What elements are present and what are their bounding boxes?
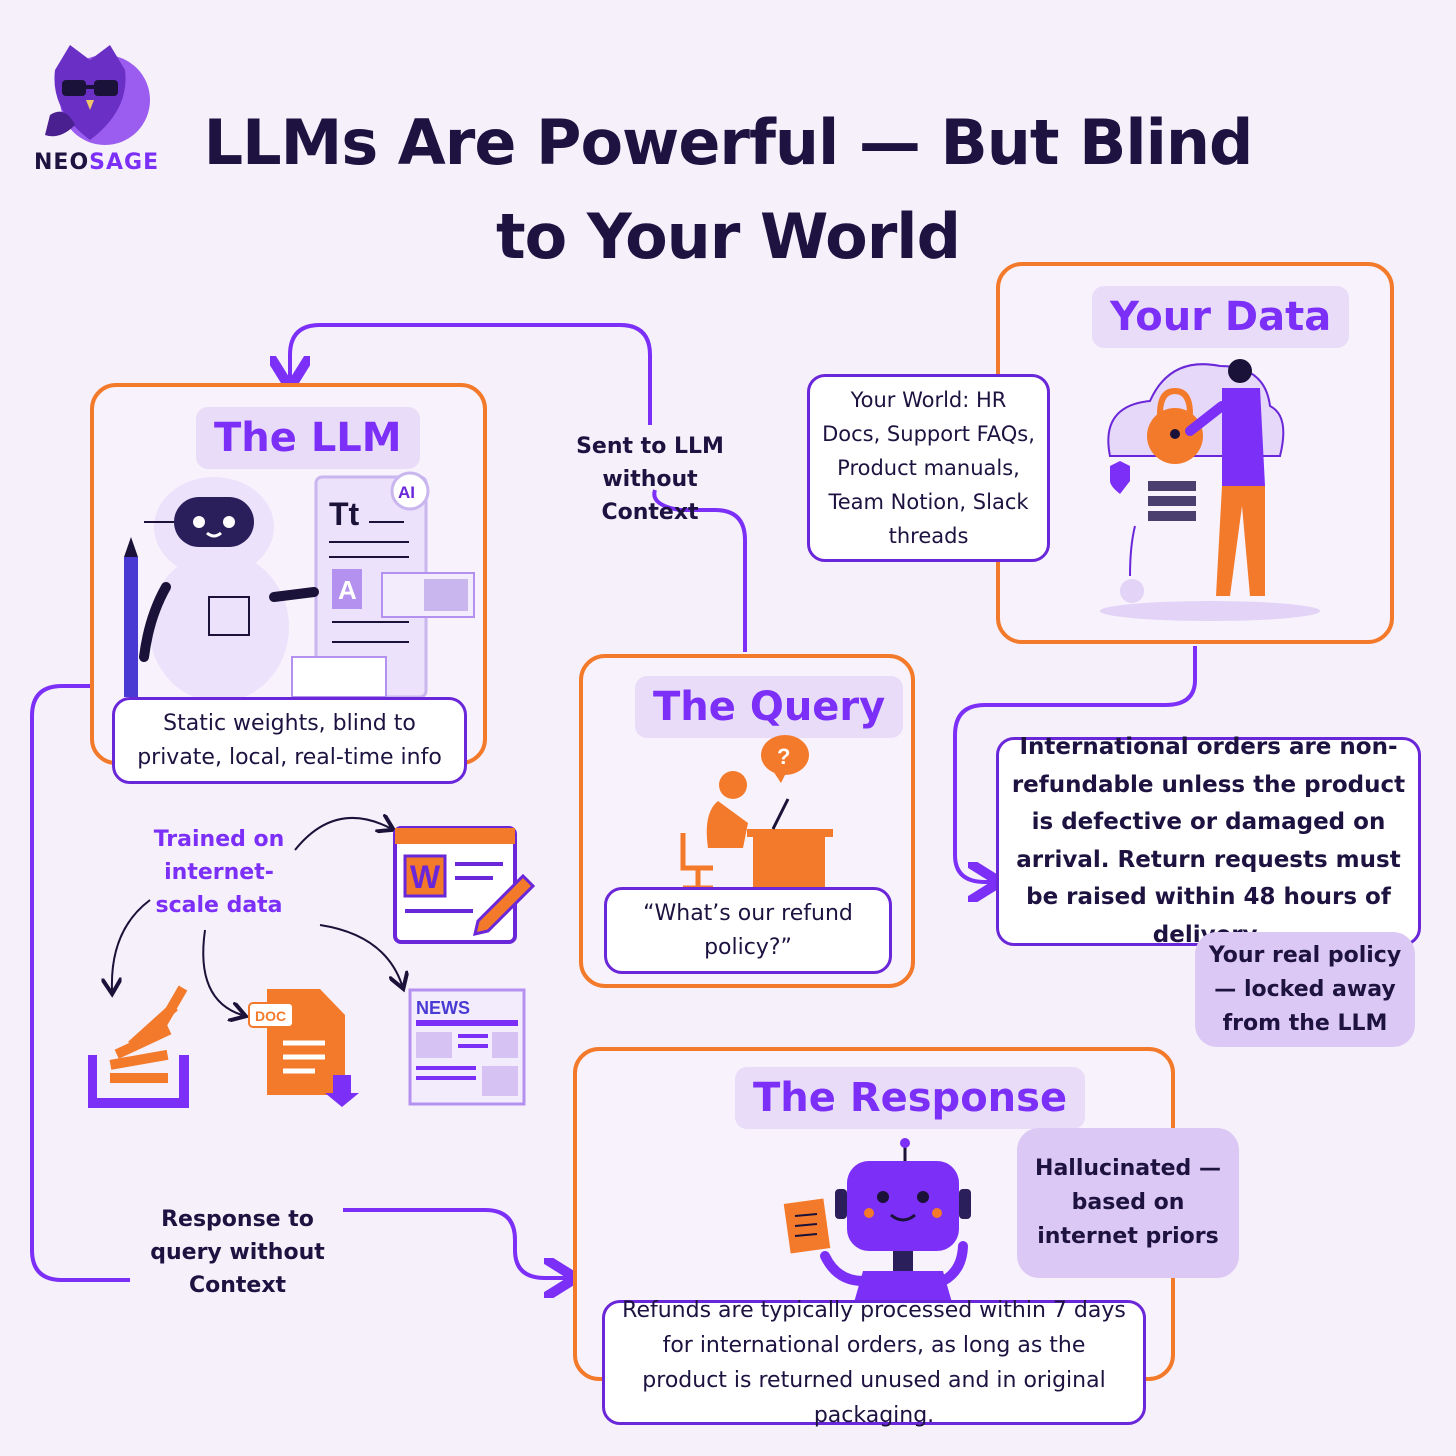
arrow-to-stackoverflow: [112, 899, 151, 990]
arrow-to-wikipedia: [294, 818, 390, 851]
connector-to-response: [343, 1208, 568, 1278]
your-data-card: Your Data: [996, 262, 1394, 644]
llm-response-text: Refunds are typically processed within 7…: [602, 1298, 1146, 1428]
doc-icon: DOC: [245, 985, 365, 1110]
real-policy-text: International orders are non-refundable …: [996, 734, 1421, 948]
doc-letter: A: [338, 575, 357, 605]
query-card-title: The Query: [635, 676, 904, 738]
hallucination-note: Hallucinated — based on internet priors: [1017, 1128, 1239, 1278]
training-label: Trained on internet-scale data: [153, 827, 285, 918]
response-to-query-label: Response to query without Context: [150, 1207, 325, 1298]
logo-text-sage: SAGE: [89, 150, 160, 175]
cloud-security-illustration: [1100, 359, 1320, 621]
person-at-desk-icon: ?: [680, 735, 833, 891]
ai-badge: AI: [398, 483, 415, 502]
wikipedia-letter: W: [410, 859, 441, 895]
arrow-to-doc: [202, 929, 242, 1015]
connector-sent-to-llm: [290, 323, 652, 425]
question-mark: ?: [777, 744, 790, 769]
connector-llm-down: [30, 684, 130, 1282]
title-line-1: LLMs Are Powerful — But Blind: [203, 106, 1254, 179]
logo-text-neo: NEO: [34, 150, 90, 175]
neosage-logo: NEOSAGE: [30, 30, 160, 180]
connector-data-to-policy: [953, 646, 1197, 882]
real-policy-note: Your real policy — locked away from the …: [1195, 932, 1415, 1047]
llm-caption: Static weights, blind to private, local,…: [112, 697, 467, 784]
title-line-2: to Your World: [496, 200, 961, 273]
query-question: “What’s our refund policy?”: [604, 887, 892, 974]
owl-icon: [45, 45, 150, 145]
connector-query-to-llm: [652, 489, 747, 652]
logo-text: NEOSAGE: [34, 150, 158, 175]
response-card-title: The Response: [735, 1067, 1086, 1129]
your-data-caption: Your World: HR Docs, Support FAQs, Produ…: [807, 374, 1050, 562]
sent-to-llm-label: Sent to LLM without Context: [576, 434, 724, 525]
news-label: NEWS: [416, 998, 470, 1018]
wikipedia-icon: W: [393, 826, 543, 946]
llm-card-title: The LLM: [196, 407, 420, 469]
page-title: LLMs Are Powerful — But Blind to Your Wo…: [200, 96, 1256, 284]
stackoverflow-icon: [87, 985, 198, 1110]
your-data-card-title: Your Data: [1092, 286, 1350, 348]
llm-robot-illustration: Tt A AI: [124, 471, 475, 697]
arrow-to-news: [319, 924, 402, 985]
doc-label: DOC: [255, 1008, 286, 1024]
doc-heading: Tt: [329, 496, 360, 532]
news-icon: NEWS: [408, 988, 526, 1106]
hallucinating-robot-icon: [783, 1138, 971, 1306]
